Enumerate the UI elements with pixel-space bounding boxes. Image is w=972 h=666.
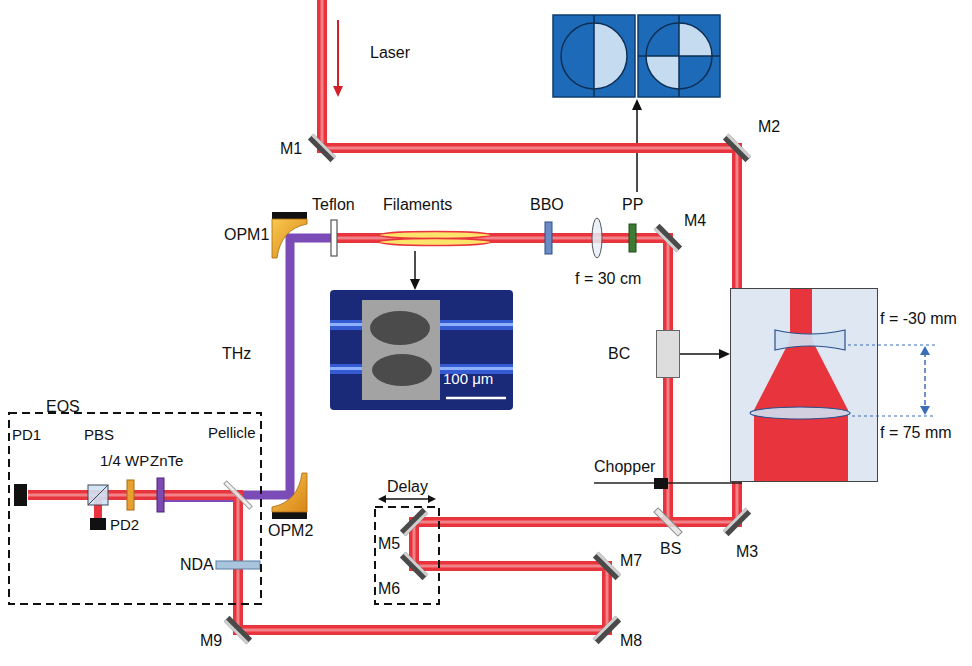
part-label: BBO bbox=[530, 196, 564, 214]
part-label: PD1 bbox=[12, 426, 41, 444]
filaments bbox=[379, 232, 491, 246]
mirror bbox=[400, 508, 428, 536]
phase-plate-inset bbox=[553, 15, 720, 97]
part-label: Pellicle bbox=[208, 424, 256, 442]
node-label: Delay bbox=[387, 478, 428, 496]
photodiode bbox=[14, 484, 27, 506]
focusing-lens bbox=[592, 218, 602, 258]
node-label: 100 μm bbox=[443, 370, 493, 388]
connector-arrow bbox=[680, 349, 730, 359]
node-label: BC bbox=[608, 345, 630, 363]
part-label: M6 bbox=[378, 580, 400, 598]
beam-compressor: BC bbox=[608, 330, 680, 378]
part-label: M2 bbox=[758, 118, 780, 136]
photodiode bbox=[90, 518, 106, 530]
mirror bbox=[593, 616, 621, 644]
part-label: M8 bbox=[620, 632, 642, 650]
laser-beam bbox=[28, 0, 737, 630]
node-label: f = -30 mm bbox=[880, 310, 957, 328]
part-label: Chopper bbox=[594, 458, 655, 476]
attenuator bbox=[216, 561, 260, 569]
filament-photo: 100 μm bbox=[330, 290, 513, 410]
bbo-crystal bbox=[545, 222, 552, 254]
part-label: Laser bbox=[370, 44, 410, 62]
part-label: NDA bbox=[180, 556, 214, 574]
part-label: M5 bbox=[378, 535, 400, 553]
part-label: THz bbox=[222, 345, 251, 363]
part-label: M7 bbox=[620, 552, 642, 570]
mirror bbox=[723, 508, 751, 536]
mirror bbox=[654, 224, 682, 252]
part-label: 1/4 WP bbox=[100, 452, 149, 470]
part-label: BS bbox=[660, 540, 681, 558]
part-label: Teflon bbox=[312, 196, 355, 214]
mirror bbox=[400, 552, 428, 580]
node-shape bbox=[8, 398, 262, 605]
polarizing-beam-splitter bbox=[88, 485, 108, 505]
znte-crystal bbox=[157, 478, 164, 512]
parabolic-mirror bbox=[272, 473, 307, 519]
delay-stage: Delay bbox=[374, 478, 440, 605]
part-label: PBS bbox=[84, 426, 114, 444]
part-label: f = 30 cm bbox=[575, 270, 641, 288]
part-label: M1 bbox=[280, 140, 302, 158]
thz-beam bbox=[160, 238, 333, 499]
laser-arrow bbox=[333, 20, 343, 97]
lens-inset: f = -30 mm f = 75 mm bbox=[730, 288, 966, 482]
pellicle bbox=[224, 481, 252, 509]
parabolic-mirror bbox=[272, 212, 307, 258]
eos-group: EOS bbox=[8, 398, 262, 605]
mirror bbox=[723, 134, 751, 162]
teflon-plate bbox=[331, 220, 337, 256]
part-label: Filaments bbox=[383, 196, 452, 214]
part-label: M4 bbox=[684, 212, 706, 230]
quarter-wave-plate bbox=[127, 480, 134, 510]
part-label: M9 bbox=[200, 632, 222, 650]
mirror bbox=[308, 134, 336, 162]
part-label: M3 bbox=[736, 543, 758, 561]
part-label: PP bbox=[622, 196, 643, 214]
beam-splitter bbox=[654, 508, 682, 536]
node-shape bbox=[374, 478, 440, 605]
phase-plate bbox=[629, 224, 636, 252]
node-shape bbox=[330, 290, 513, 410]
part-label: OPM2 bbox=[268, 522, 313, 540]
mirror bbox=[593, 552, 621, 580]
part-label: ZnTe bbox=[150, 452, 183, 470]
node-label: EOS bbox=[46, 398, 80, 416]
part-label: PD2 bbox=[110, 516, 139, 534]
part-label: OPM1 bbox=[224, 226, 269, 244]
node-label: f = 75 mm bbox=[880, 424, 952, 442]
mirror bbox=[224, 616, 252, 644]
chopper bbox=[594, 478, 742, 489]
pointer-arrow bbox=[410, 99, 642, 290]
